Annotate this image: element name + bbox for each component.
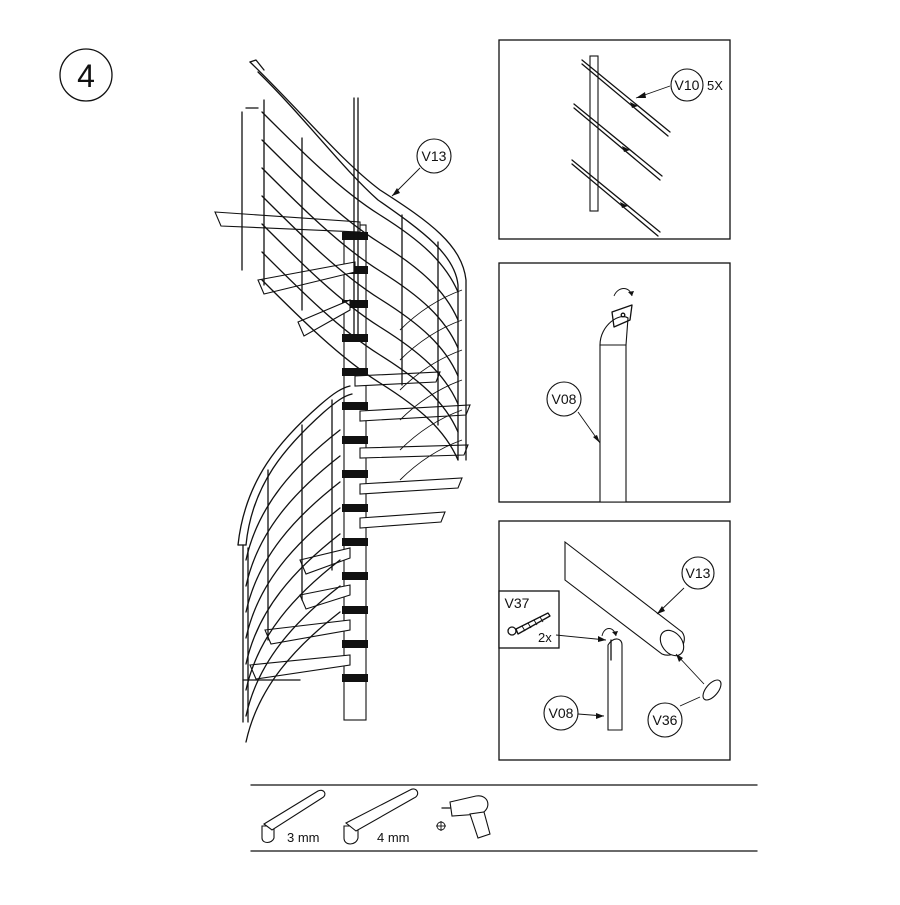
detail-panel-assembly: V13 V37 2x V08 V36: [498, 520, 731, 761]
callout-v13-main: V13: [391, 138, 452, 197]
v10-arrow: [620, 202, 628, 208]
tread: [249, 654, 351, 680]
v10-rod-edge: [581, 63, 669, 137]
v08-label-bottom: V08: [549, 705, 574, 721]
infill-rail: [261, 223, 459, 405]
drill-icon: [436, 795, 491, 839]
lower-infill-rails: [245, 429, 341, 743]
column-collar: [342, 368, 368, 376]
v10-rod-edge: [571, 163, 659, 237]
column-collar: [342, 674, 368, 682]
infill-rail-cross: [399, 439, 463, 481]
infill-rail: [245, 585, 341, 717]
infill-rail: [245, 507, 341, 639]
v10-rod: [581, 59, 671, 133]
infill-rail: [245, 559, 341, 691]
column-collar: [342, 504, 368, 512]
tread: [264, 619, 351, 645]
infill-rail-cross: [399, 289, 463, 331]
spiral-staircase-drawing: V13: [214, 59, 471, 743]
tread: [297, 299, 351, 337]
tread: [359, 511, 446, 529]
v10-quantity: 5X: [707, 78, 723, 93]
screw-icon: [507, 612, 551, 636]
infill-rail: [261, 251, 459, 433]
v37-label: V37: [505, 595, 530, 611]
hex-key-large-label: 4 mm: [377, 830, 410, 845]
tread: [257, 261, 356, 295]
tools-strip: 3 mm 4 mm: [250, 784, 758, 852]
svg-text:V13: V13: [422, 148, 447, 164]
infill-rail: [245, 429, 341, 561]
column-collar: [342, 300, 368, 308]
v08-label-mid: V08: [552, 391, 577, 407]
step-number: 4: [77, 58, 95, 94]
column-collar: [342, 436, 368, 444]
infill-rail: [261, 279, 459, 461]
v36-label: V36: [653, 712, 678, 728]
v37-quantity: 2x: [538, 630, 552, 645]
infill-rail: [245, 455, 341, 587]
v10-rod-edge: [573, 107, 661, 181]
column-collar: [342, 572, 368, 580]
upper-handrail: [249, 59, 467, 461]
column-collar: [342, 640, 368, 648]
infill-rail: [245, 481, 341, 613]
detail-panel-v08: V08: [498, 262, 731, 503]
column-collar: [342, 606, 368, 614]
v10-arrow: [630, 102, 638, 108]
v10-label: V10: [675, 77, 700, 93]
tread: [359, 477, 463, 495]
column-collar: [342, 232, 368, 240]
infill-rail: [261, 111, 459, 293]
infill-rail: [261, 139, 459, 321]
v10-rod: [573, 103, 663, 177]
infill-rail: [245, 533, 341, 665]
column-collar: [342, 538, 368, 546]
detail-panel-v10: V10 5X: [498, 39, 731, 240]
tread: [299, 547, 351, 575]
hex-key-4mm-icon: [343, 788, 419, 845]
column-collar: [342, 470, 368, 478]
infill-rail: [261, 167, 459, 349]
infill-rail-cross: [399, 379, 463, 421]
tread: [299, 584, 351, 610]
infill-rail-cross: [399, 349, 463, 391]
upper-infill-rails: [261, 111, 463, 481]
infill-rail-cross: [399, 409, 463, 451]
step-number-badge: 4: [59, 48, 113, 102]
tread: [359, 444, 469, 459]
v13-label: V13: [686, 565, 711, 581]
hex-key-small-label: 3 mm: [287, 830, 320, 845]
column-collar: [342, 402, 368, 410]
v10-rod: [571, 159, 661, 233]
infill-rail: [261, 195, 459, 377]
central-column: [342, 224, 368, 721]
v10-arrow: [622, 146, 630, 152]
infill-rail: [245, 611, 341, 743]
infill-rail-cross: [399, 319, 463, 361]
upper-balusters: [241, 97, 439, 426]
hex-key-3mm-icon: [261, 789, 326, 844]
lower-balusters: [267, 399, 333, 641]
